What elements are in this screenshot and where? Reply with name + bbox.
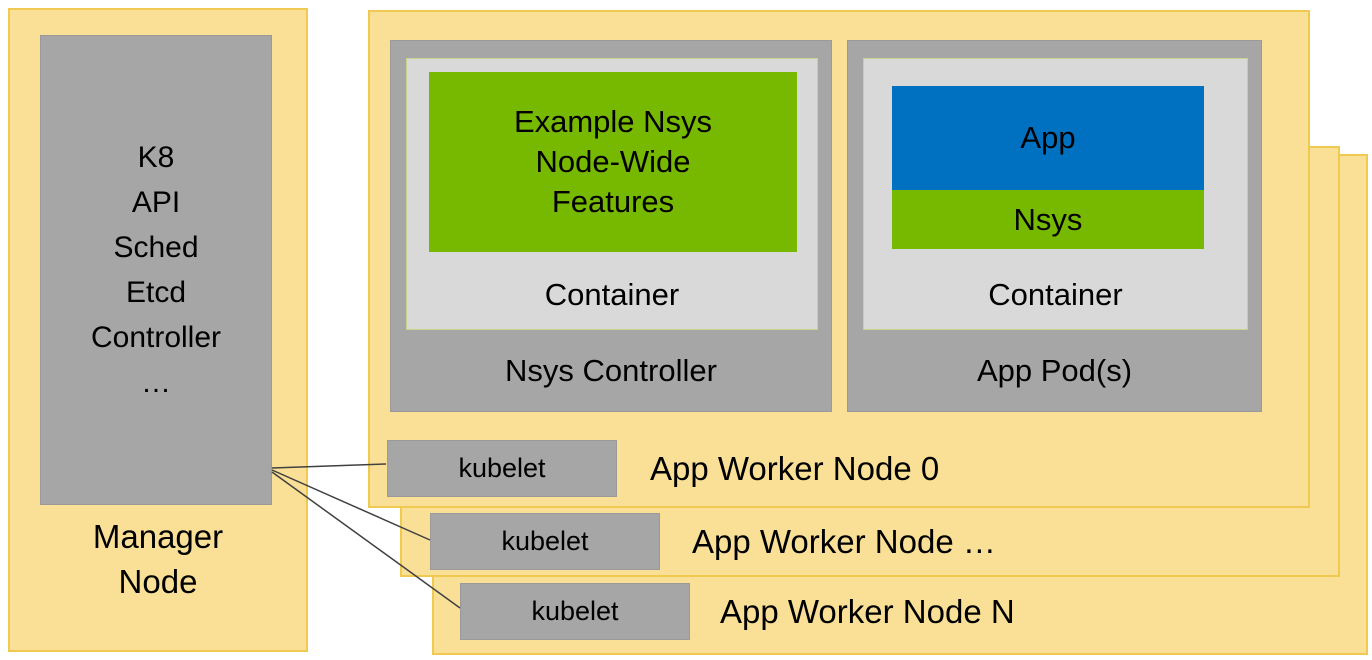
app-pod-label: App Pod(s) (976, 353, 1133, 388)
worker-node-0-label: App Worker Node 0 (650, 449, 940, 487)
manager-node: K8 API Sched Etcd Controller … Manager N… (8, 8, 308, 652)
nsys-container-label: Container (544, 277, 680, 312)
worker-node-n-label: App Worker Node N (720, 592, 1015, 630)
nsys-features-box: Example Nsys Node-Wide Features (429, 72, 797, 252)
nsys-controller-pod: Example Nsys Node-Wide Features Containe… (390, 40, 832, 412)
app-box: App (892, 86, 1204, 190)
app-container-box: App Nsys Container (863, 58, 1248, 330)
kubelet-label-n: kubelet (531, 596, 619, 626)
worker-node-ellipsis-label: App Worker Node … (692, 522, 996, 560)
kubelet-box-0: kubelet (387, 440, 617, 497)
worker-node-0: Example Nsys Node-Wide Features Containe… (368, 10, 1310, 508)
nsys-sidecar-box: Nsys (892, 190, 1204, 249)
nsys-controller-label: Nsys Controller (505, 353, 717, 388)
control-plane-box: K8 API Sched Etcd Controller … (40, 35, 272, 505)
app-pod: App Nsys Container App Pod(s) (847, 40, 1262, 412)
kubelet-box-n: kubelet (460, 583, 690, 640)
kubelet-label-ellipsis: kubelet (501, 526, 589, 556)
manager-node-label: Manager Node (92, 518, 224, 600)
kubelet-label-0: kubelet (458, 453, 546, 483)
kubelet-box-ellipsis: kubelet (430, 513, 660, 570)
app-container-label: Container (988, 277, 1123, 312)
nsys-container-box: Example Nsys Node-Wide Features Containe… (406, 58, 818, 330)
